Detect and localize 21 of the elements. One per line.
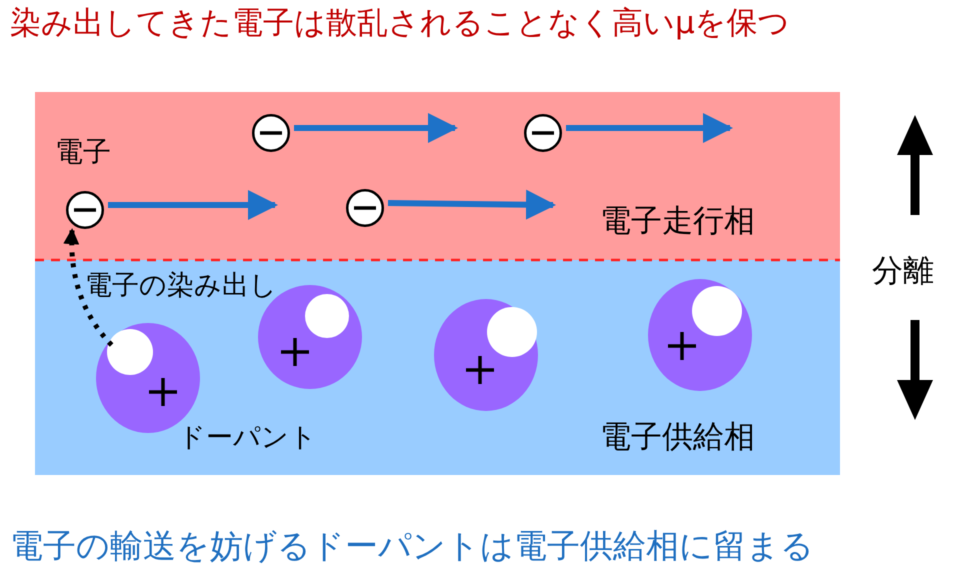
layer-label: 電子走行相 — [600, 204, 755, 238]
dopant-ion-drawing — [648, 279, 752, 391]
electron-label: 電子 — [55, 137, 111, 168]
electron-icon — [66, 191, 104, 229]
dotted-arrow — [64, 228, 114, 347]
separation-label: 分離 — [872, 254, 934, 288]
electron-icon — [252, 114, 290, 152]
arrow — [388, 190, 556, 220]
seepage-label: 電子の染み出し — [85, 271, 277, 301]
electron-icon — [524, 114, 562, 152]
dopant-ion-drawing — [434, 299, 538, 411]
electron-transport-layer — [35, 92, 840, 260]
electron-supply-layer — [35, 260, 840, 475]
layer-label: 電子供給相 — [600, 420, 755, 454]
dopant-label: ドーパント — [178, 423, 317, 453]
arrow — [566, 113, 733, 143]
arrow — [294, 113, 458, 143]
arrow — [108, 190, 278, 220]
title: 染み出してきた電子は散乱されることなく高いμを保つ — [10, 6, 790, 40]
electron-icon — [346, 189, 384, 227]
caption: 電子の輸送を妨げるドーパントは電子供給相に留まる — [10, 528, 814, 564]
